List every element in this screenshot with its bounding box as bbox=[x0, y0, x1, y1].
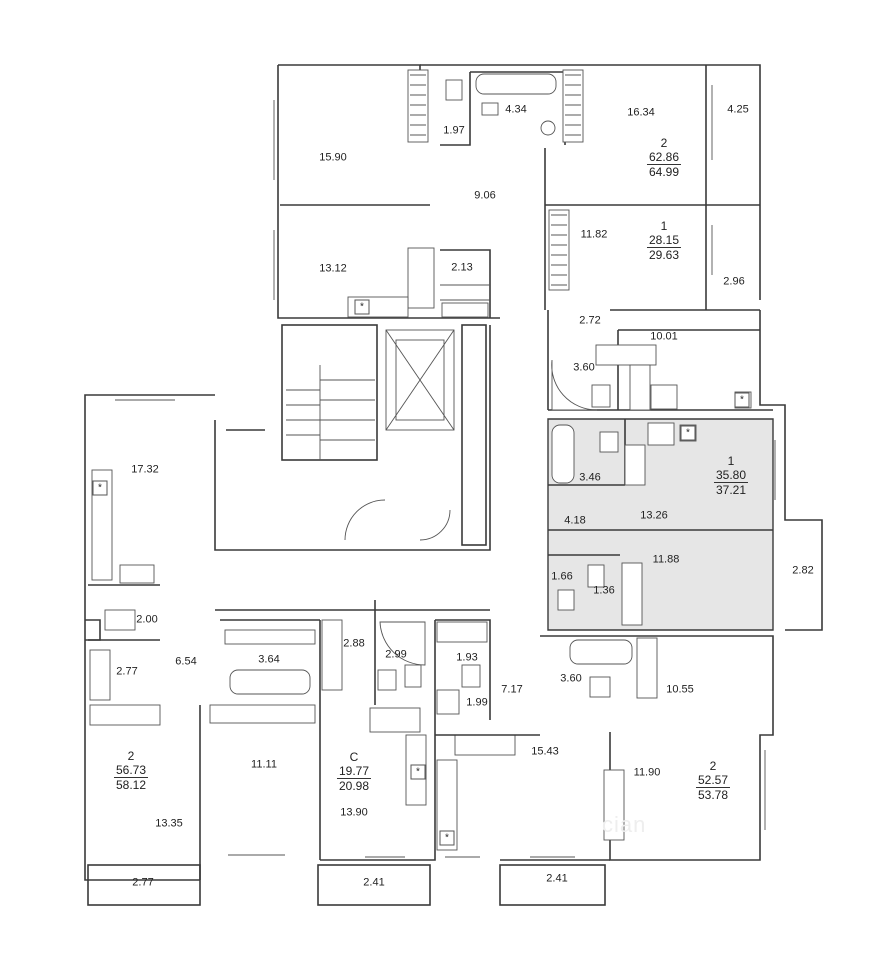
room-area: 10.55 bbox=[666, 683, 694, 696]
room-area: 2.13 bbox=[451, 261, 473, 274]
room-area: 15.43 bbox=[531, 745, 559, 758]
apartment-label: 2 62.86 64.99 bbox=[646, 136, 682, 179]
apartment-total-area: 58.12 bbox=[115, 778, 147, 792]
room-area: 1.99 bbox=[466, 696, 488, 709]
room-area: 2.77 bbox=[116, 665, 138, 678]
apartment-living-area: 62.86 bbox=[646, 150, 682, 165]
room-area: 1.93 bbox=[456, 651, 478, 664]
apartment-label: 2 56.73 58.12 bbox=[113, 749, 149, 792]
apartment-rooms: 1 bbox=[660, 219, 668, 233]
room-area: 2.00 bbox=[136, 613, 158, 626]
room-area: 3.60 bbox=[573, 361, 595, 374]
apartment-total-area: 29.63 bbox=[648, 248, 680, 262]
room-area: 9.06 bbox=[474, 189, 496, 202]
apartment-label: 1 35.80 37.21 bbox=[713, 454, 749, 497]
apartment-living-area: 35.80 bbox=[713, 468, 749, 483]
core-walls bbox=[214, 324, 491, 611]
stove-icon: * bbox=[680, 425, 696, 441]
room-area: 2.72 bbox=[579, 314, 601, 327]
apartment-rooms: 2 bbox=[709, 759, 717, 773]
room-area: 7.17 bbox=[501, 683, 523, 696]
room-area: 11.90 bbox=[633, 766, 661, 779]
apartment-living-area: 52.57 bbox=[695, 773, 731, 788]
apartment-rooms: 2 bbox=[660, 136, 668, 150]
apartment-label: 1 28.15 29.63 bbox=[646, 219, 682, 262]
room-area: 2.82 bbox=[792, 564, 814, 577]
watermark: cian bbox=[602, 812, 647, 837]
room-area: 3.60 bbox=[560, 672, 582, 685]
room-area: 4.18 bbox=[564, 514, 586, 527]
apartment-living-area: 28.15 bbox=[646, 233, 682, 248]
room-area: 11.11 bbox=[251, 758, 277, 771]
room-area: 13.26 bbox=[640, 509, 668, 522]
room-area: 1.36 bbox=[593, 584, 615, 597]
room-area: 13.90 bbox=[340, 806, 368, 819]
room-area: 16.34 bbox=[627, 106, 655, 119]
stove-icon: * bbox=[439, 830, 455, 846]
balconies bbox=[87, 864, 606, 906]
room-area: 1.66 bbox=[551, 570, 573, 583]
room-area: 3.64 bbox=[258, 653, 280, 666]
room-area: 4.25 bbox=[727, 103, 749, 116]
room-area: 13.35 bbox=[155, 817, 183, 830]
room-area: 2.99 bbox=[385, 648, 407, 661]
top-block-walls bbox=[273, 64, 761, 319]
apartment-rooms: 2 bbox=[127, 749, 135, 763]
room-area: 2.96 bbox=[723, 275, 745, 288]
room-area: 3.46 bbox=[579, 471, 601, 484]
apartment-rooms: С bbox=[349, 750, 359, 764]
room-area: 11.82 bbox=[580, 228, 608, 241]
room-area: 6.54 bbox=[175, 655, 197, 668]
room-area: 17.32 bbox=[131, 463, 159, 476]
stove-icon: * bbox=[410, 764, 426, 780]
apartment-total-area: 53.78 bbox=[697, 788, 729, 802]
left-block-walls bbox=[84, 394, 321, 881]
room-area: 2.41 bbox=[546, 872, 568, 885]
apartment-living-area: 19.77 bbox=[336, 764, 372, 779]
apartment-total-area: 20.98 bbox=[338, 779, 370, 793]
stove-icon: * bbox=[92, 480, 108, 496]
room-area: 2.88 bbox=[343, 637, 365, 650]
stove-icon: * bbox=[354, 299, 370, 315]
room-area: 15.90 bbox=[319, 151, 347, 164]
room-area: 11.88 bbox=[652, 553, 680, 566]
apartment-label: 2 52.57 53.78 bbox=[695, 759, 731, 802]
apartment-total-area: 37.21 bbox=[715, 483, 747, 497]
room-area: 2.41 bbox=[363, 876, 385, 889]
room-area: 1.97 bbox=[443, 124, 465, 137]
apartment-living-area: 56.73 bbox=[113, 763, 149, 778]
apartment-total-area: 64.99 bbox=[648, 165, 680, 179]
room-area: 10.01 bbox=[650, 330, 678, 343]
center-lower-walls bbox=[320, 600, 610, 861]
room-area: 2.77 bbox=[132, 876, 154, 889]
apartment-label: С 19.77 20.98 bbox=[336, 750, 372, 793]
room-area: 4.34 bbox=[505, 103, 527, 116]
stove-icon: * bbox=[734, 392, 750, 408]
room-area: 13.12 bbox=[319, 262, 347, 275]
apartment-rooms: 1 bbox=[727, 454, 735, 468]
